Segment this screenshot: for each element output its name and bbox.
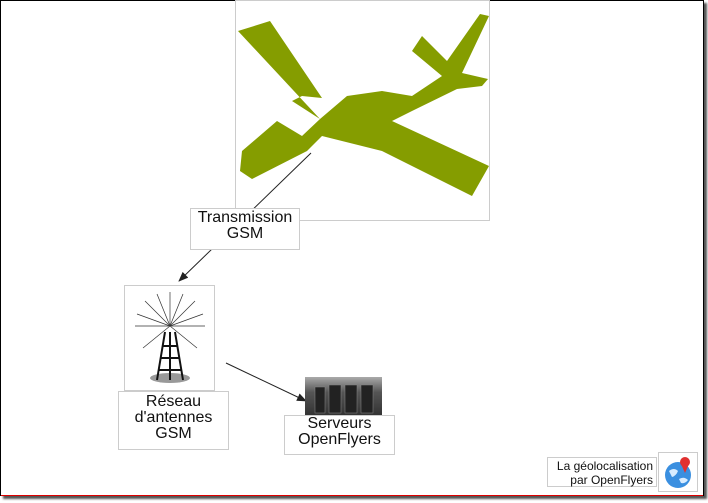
antenna-image (124, 285, 215, 391)
transmission-label: Transmission GSM (190, 208, 300, 250)
footer-label: La géolocalisation par OpenFlyers (547, 457, 657, 487)
globe-logo[interactable] (658, 452, 698, 492)
arrow-antenna-to-servers (225, 362, 307, 402)
servers-image (305, 377, 382, 415)
server-rack-icon (314, 384, 374, 414)
servers-label: Serveurs OpenFlyers (284, 415, 395, 455)
globe-pin-icon (665, 457, 691, 488)
airplane-icon (238, 14, 489, 196)
antennas-label: Réseau d'antennes GSM (118, 391, 229, 450)
plane-image (235, 0, 490, 221)
antenna-tower-icon (135, 292, 205, 383)
